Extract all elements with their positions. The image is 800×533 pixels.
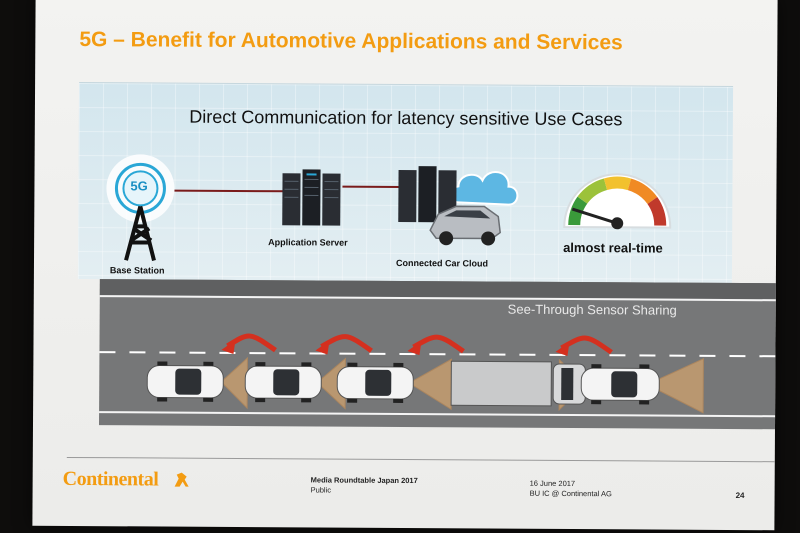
- connected-car-cloud-label: Connected Car Cloud: [395, 257, 489, 269]
- base-station-icon: [106, 154, 175, 261]
- footer-divider: [66, 456, 775, 463]
- base-station-label: Base Station: [109, 265, 165, 276]
- truck: [450, 360, 586, 407]
- connected-car-cloud-icon: [398, 166, 519, 246]
- sensor-cone: [220, 356, 248, 410]
- continental-logo: Continental: [62, 467, 159, 491]
- connection-line-server-cloud: [342, 185, 401, 188]
- car-3: [336, 362, 414, 403]
- footer-date: 16 June 2017: [529, 478, 576, 489]
- presentation-slide: 5G – Benefit for Automotive Applications…: [32, 0, 778, 531]
- footer-org: BU IC @ Continental AG: [529, 488, 612, 499]
- sensor-cone: [408, 358, 452, 411]
- footer-classification: Public: [310, 485, 332, 495]
- vehicles-sensor-sharing: [146, 333, 704, 414]
- slide-title: 5G – Benefit for Automotive Applications…: [79, 28, 623, 55]
- car-2: [244, 362, 322, 403]
- base-station-badge: 5G: [130, 178, 148, 194]
- page-number: 24: [735, 491, 745, 501]
- gauge-label: almost real-time: [563, 239, 663, 256]
- application-server-icon: [282, 169, 341, 226]
- sensor-cone: [646, 358, 704, 414]
- application-server-label: Application Server: [268, 237, 348, 248]
- car-1: [146, 361, 224, 402]
- footer-event: Media Roundtable Japan 2017: [310, 475, 418, 486]
- speedometer-gauge-icon: [563, 173, 672, 230]
- car-4: [580, 364, 660, 405]
- continental-horse-icon: [174, 472, 189, 487]
